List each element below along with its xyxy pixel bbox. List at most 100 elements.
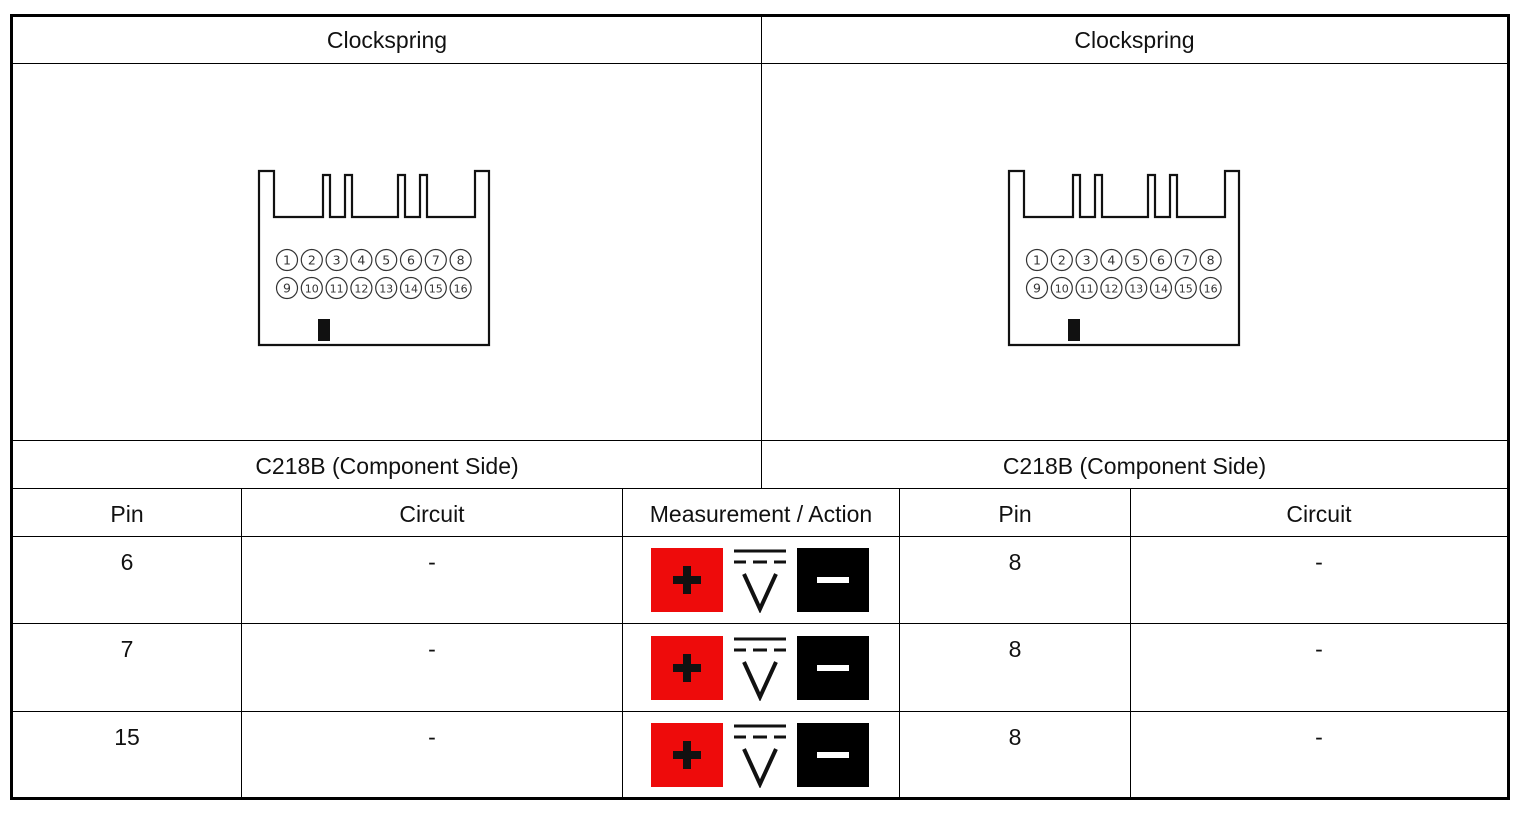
pin-12 bbox=[1100, 276, 1123, 300]
table-cell-circuit: - bbox=[428, 724, 436, 750]
pin-label: 14 bbox=[1154, 283, 1168, 296]
positive-probe-icon bbox=[651, 636, 723, 700]
column-header-circuit: Circuit bbox=[1286, 501, 1352, 527]
pin-label: 5 bbox=[382, 253, 390, 268]
left-connector-caption: C218B (Component Side) bbox=[255, 453, 519, 479]
pin-7 bbox=[424, 248, 447, 272]
pin-15 bbox=[1174, 276, 1197, 300]
table-cell-circuit: - bbox=[1315, 636, 1323, 662]
table-cell-pin: 7 bbox=[120, 636, 134, 662]
pin-9 bbox=[275, 276, 299, 300]
table-cell-circuit: - bbox=[428, 549, 436, 575]
table-cell-circuit: - bbox=[1315, 724, 1323, 750]
pin-8 bbox=[1199, 248, 1222, 272]
divider bbox=[241, 488, 242, 800]
pin-label: 3 bbox=[333, 253, 341, 268]
pin-16 bbox=[449, 276, 472, 300]
pin-10 bbox=[300, 276, 323, 300]
column-header-circuit: Circuit bbox=[399, 501, 465, 527]
negative-probe-icon bbox=[797, 723, 869, 787]
dc-voltage-icon bbox=[734, 549, 786, 613]
pin-2 bbox=[1050, 248, 1073, 272]
pin-label: 1 bbox=[1033, 253, 1041, 268]
pin-3 bbox=[325, 248, 348, 272]
pin-5 bbox=[1125, 248, 1148, 272]
pin-label: 1 bbox=[283, 253, 291, 268]
pin-label: 5 bbox=[1132, 253, 1140, 268]
voltage-measurement bbox=[651, 635, 869, 701]
negative-probe-icon bbox=[797, 636, 869, 700]
pin-7 bbox=[1174, 248, 1197, 272]
connector-latch bbox=[318, 319, 330, 341]
pin-label: 8 bbox=[1207, 253, 1215, 268]
pin-label: 11 bbox=[330, 283, 344, 296]
pin-label: 7 bbox=[432, 253, 440, 268]
column-header-measurement: Measurement / Action bbox=[649, 501, 873, 527]
right-title: Clockspring bbox=[1074, 27, 1195, 53]
table-cell-circuit: - bbox=[428, 636, 436, 662]
divider bbox=[13, 488, 1507, 489]
pin-label: 16 bbox=[1204, 283, 1218, 296]
pin-12 bbox=[350, 276, 373, 300]
pin-14 bbox=[399, 276, 423, 300]
right-connector-caption: C218B (Component Side) bbox=[1002, 453, 1267, 479]
dc-voltage-icon bbox=[734, 637, 786, 701]
column-header-pin: Pin bbox=[110, 501, 144, 527]
pin-11 bbox=[325, 276, 348, 300]
pin-4 bbox=[350, 248, 373, 272]
pin-label: 2 bbox=[1058, 253, 1066, 268]
pin-15 bbox=[424, 276, 447, 300]
pin-label: 2 bbox=[308, 253, 316, 268]
pin-3 bbox=[1075, 248, 1098, 272]
divider bbox=[13, 63, 1507, 64]
pin-label: 7 bbox=[1182, 253, 1190, 268]
connector-latch bbox=[1068, 319, 1080, 341]
pin-label: 11 bbox=[1080, 283, 1094, 296]
divider bbox=[13, 711, 1507, 712]
divider bbox=[13, 440, 1507, 441]
voltage-measurement bbox=[651, 722, 869, 788]
table-cell-pin: 6 bbox=[120, 549, 134, 575]
pin-label: 3 bbox=[1083, 253, 1091, 268]
pin-1 bbox=[1025, 248, 1049, 272]
pin-6 bbox=[399, 248, 423, 272]
pin-label: 15 bbox=[429, 283, 443, 296]
pin-label: 15 bbox=[1179, 283, 1193, 296]
divider bbox=[13, 536, 1507, 537]
positive-probe-icon bbox=[651, 723, 723, 787]
pin-4 bbox=[1100, 248, 1123, 272]
pin-13 bbox=[1125, 276, 1148, 300]
pin-label: 4 bbox=[357, 253, 365, 268]
divider bbox=[899, 488, 900, 800]
pin-label: 6 bbox=[407, 253, 415, 268]
left-title: Clockspring bbox=[326, 27, 448, 53]
pin-11 bbox=[1075, 276, 1098, 300]
pin-label: 10 bbox=[1055, 283, 1069, 296]
positive-probe-icon bbox=[651, 548, 723, 612]
pin-5 bbox=[375, 248, 398, 272]
divider bbox=[1130, 488, 1131, 800]
pin-2 bbox=[300, 248, 323, 272]
table-cell-circuit: - bbox=[1315, 549, 1323, 575]
pin-label: 4 bbox=[1107, 253, 1115, 268]
pin-8 bbox=[449, 248, 472, 272]
pin-label: 10 bbox=[305, 283, 319, 296]
pin-label: 8 bbox=[457, 253, 465, 268]
connector-body bbox=[257, 169, 491, 347]
table-cell-pin: 8 bbox=[1008, 724, 1022, 750]
pin-label: 9 bbox=[283, 281, 291, 296]
pin-label: 9 bbox=[1033, 281, 1041, 296]
connector-body bbox=[1007, 169, 1241, 347]
pin-6 bbox=[1149, 248, 1173, 272]
table-cell-pin: 8 bbox=[1008, 636, 1022, 662]
dc-voltage-icon bbox=[734, 724, 786, 788]
pin-label: 16 bbox=[454, 283, 468, 296]
divider bbox=[13, 623, 1507, 624]
pin-label: 13 bbox=[379, 283, 393, 296]
pin-10 bbox=[1050, 276, 1073, 300]
pin-label: 13 bbox=[1129, 283, 1143, 296]
pin-label: 12 bbox=[1104, 283, 1118, 296]
pin-label: 14 bbox=[404, 283, 418, 296]
